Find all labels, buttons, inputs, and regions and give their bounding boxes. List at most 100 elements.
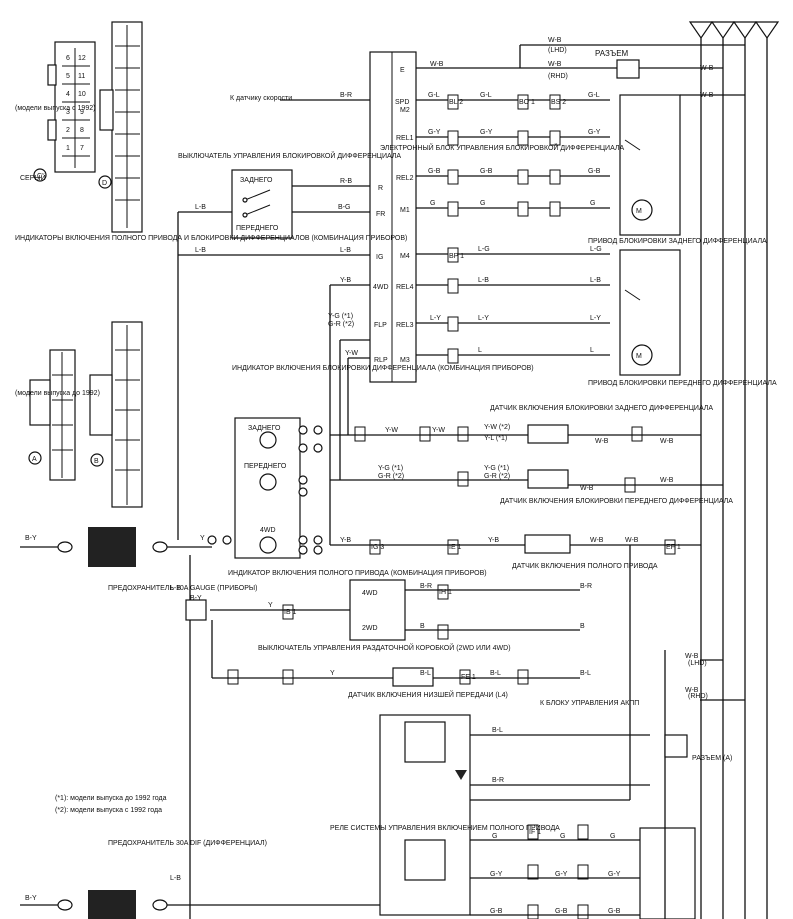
wire-y-1: Y [200, 535, 205, 542]
wire-l-1: L [478, 347, 482, 354]
indicator-panel [207, 417, 323, 559]
text-labels: РАЗЪЕМ (LHD) (RHD) К датчику скорости ВЫ… [15, 37, 777, 915]
switch-title: ВЫКЛЮЧАТЕЛЬ УПРАВЛЕНИЯ БЛОКИРОВКОЙ ДИФФЕ… [178, 151, 401, 160]
wire-wb-7: W-B [625, 537, 639, 544]
wire-g-3: G [590, 200, 595, 207]
models-1992-label: (модели выпуска с 1992) [15, 105, 95, 112]
rear-actuator: M [619, 94, 681, 236]
ecu-pin-flp: FLP [374, 322, 387, 329]
wire-gb-2: G-B [480, 168, 493, 175]
wire-ywx2-1: Y-W (*2) [484, 424, 510, 431]
conn-ef1-1: EF 1 [666, 544, 681, 551]
wire-lb-7: L-B [170, 875, 181, 882]
ecu-pin-spd: SPD [395, 99, 409, 106]
svg-text:M: M [636, 208, 642, 215]
wire-yw-1: Y-W [345, 350, 358, 357]
wire-lb-5: L-B [590, 277, 601, 284]
transfer-switch-label: ВЫКЛЮЧАТЕЛЬ УПРАВЛЕНИЯ РАЗДАТОЧНОЙ КОРОБ… [258, 643, 511, 652]
wire-y-2: Y [268, 602, 273, 609]
pin-c-10: 10 [78, 91, 86, 98]
diff-lock-switch [231, 169, 293, 239]
conn-ig3-1: IG 3 [371, 544, 384, 551]
ecu-pin-r: R [378, 185, 383, 192]
wire-wb-11: W-B [548, 61, 562, 68]
wire-ly-2: L-Y [478, 315, 489, 322]
wire-gb-3: G-B [588, 168, 601, 175]
fuse1-label: ПРЕДОХРАНИТЕЛЬ 10A GAUGE (ПРИБОРЫ) [108, 585, 257, 592]
pin-c-8: 8 [80, 127, 84, 134]
pin-c-9: 9 [80, 109, 84, 116]
low-sensor-label: ДАТЧИК ВКЛЮЧЕНИЯ НИЗШЕЙ ПЕРЕДАЧИ (L4) [348, 690, 508, 699]
fwd-sensor-label: ДАТЧИК ВКЛЮЧЕНИЯ ПОЛНОГО ПРИВОДА [512, 563, 658, 570]
ecu-pin-rlp: RLP [374, 357, 388, 364]
indicator-zadnego: ЗАДНЕГО [248, 425, 281, 432]
pin-c-4: 4 [66, 91, 70, 98]
conn-bl2-1: BL 2 [449, 99, 463, 106]
wire-gl-1: G-L [428, 92, 440, 99]
wire-wb-10: W-B [548, 37, 562, 44]
wire-bl-1: B-L [420, 670, 431, 677]
pin-c-1: 1 [66, 145, 70, 152]
pin-c-12: 12 [78, 55, 86, 62]
pin-c-2: 2 [66, 127, 70, 134]
wire-gb-4: G-B [490, 908, 503, 915]
wire-yb-2: Y-B [340, 537, 351, 544]
wire-ly-1: L-Y [430, 315, 441, 322]
razem-a-label: РАЗЪЕМ (А) [692, 755, 732, 762]
wire-bl-4: B-L [492, 727, 503, 734]
wire-gr2-3: G-R (*2) [484, 473, 510, 480]
wire-wb-1: W-B [430, 61, 444, 68]
wire-wb-12: W-B [685, 653, 699, 660]
models-pre1992-label: (модели выпуска до 1992) [15, 390, 100, 397]
pin-c-6: 6 [66, 55, 70, 62]
wire-gy-6: G-Y [608, 871, 621, 878]
wire-br-4: B-R [492, 777, 504, 784]
misc-wires [177, 211, 745, 919]
wire-yw-3: Y-W [432, 427, 445, 434]
front-actuator-label: ПРИВОД БЛОКИРОВКИ ПЕРЕДНЕГО ДИФФЕРЕНЦИАЛ… [588, 380, 777, 387]
wire-gy-3: G-Y [588, 129, 601, 136]
wire-yg1-3: Y-G (*1) [484, 465, 509, 472]
ecu-pin-e: E [400, 67, 405, 74]
svg-text:M: M [636, 353, 642, 360]
connector-blocks [227, 94, 676, 919]
conn-ie1-1: IE 1 [449, 544, 462, 551]
wire-br-3: B-R [580, 583, 592, 590]
ecu-pin-rel2: REL2 [396, 175, 414, 182]
front-sensor-label: ДАТЧИК ВКЛЮЧЕНИЯ БЛОКИРОВКИ ПЕРЕДНЕГО ДИ… [500, 498, 733, 505]
wire-yg1-1: Y-G (*1) [328, 313, 353, 320]
wire-yl1-1: Y-L (*1) [484, 435, 507, 442]
transfer-2wd: 2WD [362, 625, 378, 632]
circle-d: D [102, 180, 107, 187]
zadnego-label: ЗАДНЕГО [240, 177, 273, 184]
wire-lb-6: L-B [170, 585, 181, 592]
fuse2-label: ПРЕДОХРАНИТЕЛЬ 30A DIF (ДИФФЕРЕНЦИАЛ) [108, 840, 267, 847]
connector-a-view [28, 349, 76, 481]
ecu-block [369, 51, 417, 383]
notes-line-2: (*2): модели выпуска с 1992 года [55, 807, 162, 814]
connector-b-view [89, 321, 143, 508]
relay-block [379, 714, 696, 919]
wire-g-5: G [560, 833, 565, 840]
gray-label: СЕРЫЙ [20, 173, 46, 182]
wire-lb-1: L-B [195, 204, 206, 211]
wire-br-2: B-R [420, 583, 432, 590]
wire-gb-5: G-B [555, 908, 568, 915]
wire-lb-2: L-B [195, 247, 206, 254]
ecu-pin-rel3: REL3 [396, 322, 414, 329]
wire-yg1-2: Y-G (*1) [378, 465, 403, 472]
indicator-4wd: 4WD [260, 527, 276, 534]
razem-connector [519, 44, 745, 96]
rhd-label-mid: (RHD) [688, 693, 708, 700]
wire-bl-3: B-L [580, 670, 591, 677]
ind-left-label: ИНДИКАТОРЫ ВКЛЮЧЕНИЯ ПОЛНОГО ПРИВОДА И Б… [15, 235, 407, 242]
fuses [20, 527, 380, 919]
lhd-label-top: (LHD) [548, 47, 567, 54]
wire-ly-3: L-Y [590, 315, 601, 322]
ecu-title: ЭЛЕКТРОННЫЙ БЛОК УПРАВЛЕНИЯ БЛОКИРОВКОЙ … [380, 143, 624, 152]
wire-bl-2: B-L [490, 670, 501, 677]
wire-lg-1: L-G [478, 246, 490, 253]
pin-c-5: 5 [66, 73, 70, 80]
wire-gb-6: G-B [608, 908, 621, 915]
wire-gl-3: G-L [588, 92, 600, 99]
